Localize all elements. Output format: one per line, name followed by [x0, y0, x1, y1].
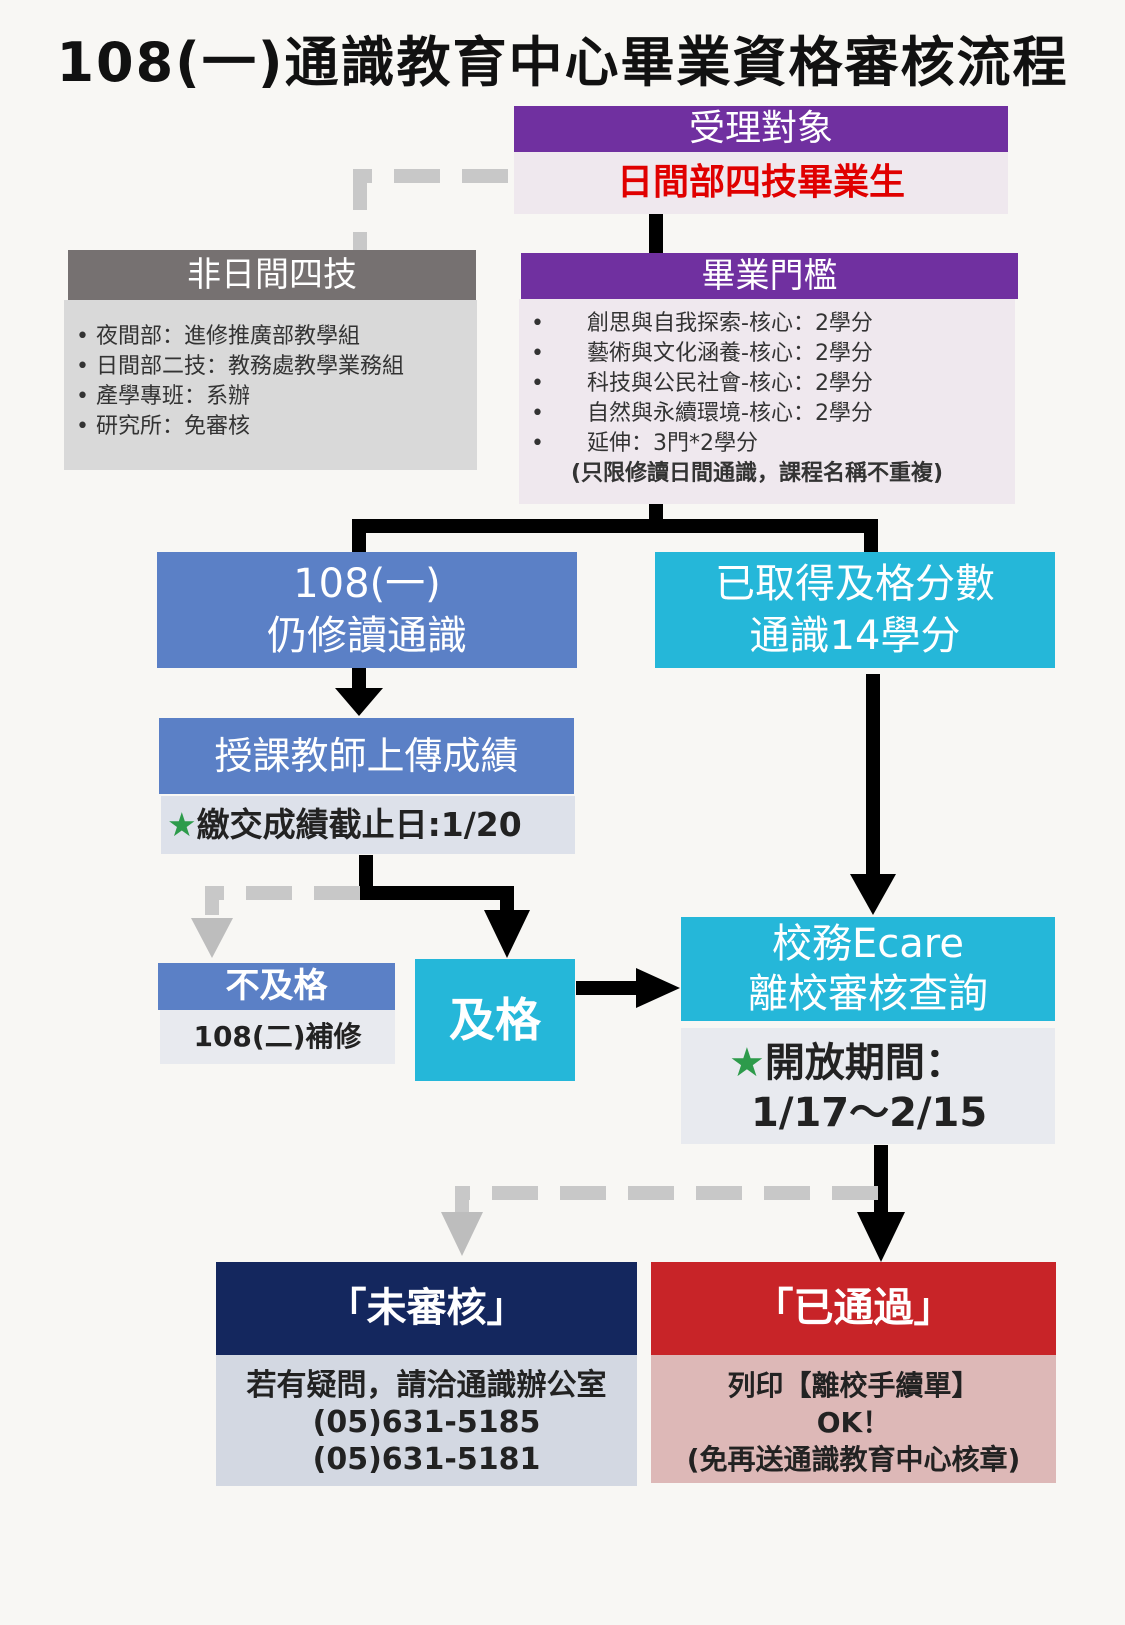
connector-threshold-split: [352, 504, 878, 552]
star-icon: ★: [729, 1040, 765, 1086]
not-reviewed-header: 「未審核」: [216, 1262, 637, 1355]
star-icon: ★: [167, 805, 197, 844]
arrow-to-teacher-upload: [335, 667, 383, 716]
non-day-header: 非日間四技: [68, 250, 476, 300]
ecare-period-box: ★開放期間： 1/17～2/15: [681, 1028, 1055, 1144]
ecare-box: 校務Ecare 離校審核查詢: [681, 917, 1055, 1021]
fail-value: 108(二)補修: [160, 1010, 395, 1064]
teacher-upload-deadline-box: ★繳交成績截止日:1/20: [161, 796, 575, 854]
threshold-item: •科技與公民社會-核心：2學分: [531, 371, 873, 396]
ecare-line1: 校務Ecare: [772, 921, 964, 967]
non-day-item: • 夜間部：進修推廣部教學組: [76, 324, 360, 349]
arrow-to-passed: [857, 1145, 905, 1262]
arrow-to-pass: [359, 855, 530, 958]
non-day-item: • 日間部二技：教務處教學業務組: [76, 354, 404, 379]
passed-body: 列印【離校手續單】 OK！ (免再送通識教育中心核章): [651, 1355, 1056, 1483]
page-title: 108(一)通識教育中心畢業資格審核流程: [56, 31, 1069, 94]
not-reviewed-body: 若有疑問，請洽通識辦公室 (05)631-5185 (05)631-5181: [216, 1355, 637, 1486]
target-value: 日間部四技畢業生: [514, 152, 1008, 214]
threshold-item: •藝術與文化涵養-核心：2學分: [531, 341, 873, 366]
already-passed-line2: 通識14學分: [749, 613, 961, 659]
pass-box: 及格: [415, 959, 575, 1081]
still-studying-line1: 108(一): [293, 561, 441, 607]
dashed-arrow-to-not-reviewed: [441, 1186, 878, 1256]
passed-line2: OK！: [816, 1406, 891, 1439]
non-day-item: • 產學專班：系辦: [76, 384, 250, 409]
arrow-pass-to-ecare: [576, 968, 680, 1008]
threshold-item: •延伸：3門*2學分: [531, 431, 758, 456]
ecare-line2: 離校審核查詢: [748, 971, 988, 1017]
ecare-period: 1/17～2/15: [751, 1090, 988, 1136]
threshold-header: 畢業門檻: [521, 253, 1018, 299]
passed-line3: (免再送通識教育中心核章): [686, 1443, 1021, 1476]
threshold-note: (只限修讀日間通識，課程名稱不重複): [571, 461, 944, 486]
passed-header: 「已通過」: [651, 1262, 1056, 1355]
fail-header: 不及格: [158, 963, 395, 1010]
phone-number: (05)631-5181: [312, 1442, 541, 1477]
non-day-list: • 夜間部：進修推廣部教學組 • 日間部二技：教務處教學業務組 • 產學專班：系…: [64, 300, 477, 470]
passed-line1: 列印【離校手續單】: [727, 1369, 980, 1402]
arrow-to-ecare: [850, 674, 896, 915]
non-day-item: • 研究所：免審核: [76, 414, 250, 439]
ecare-period-label-row: ★開放期間：: [681, 1038, 1055, 1088]
still-studying-line2: 仍修讀通識: [267, 613, 467, 659]
phone-number: (05)631-5185: [312, 1405, 541, 1440]
already-passed-box: 已取得及格分數 通識14學分: [655, 552, 1055, 668]
threshold-item: •自然與永續環境-核心：2學分: [531, 401, 873, 426]
dashed-arrow-to-fail: [191, 886, 360, 958]
teacher-upload-deadline: 繳交成績截止日:1/20: [196, 805, 522, 844]
already-passed-line1: 已取得及格分數: [715, 561, 995, 607]
target-header: 受理對象: [514, 106, 1008, 152]
teacher-upload-header: 授課教師上傳成績: [159, 718, 574, 794]
still-studying-box: 108(一) 仍修讀通識: [157, 552, 577, 668]
threshold-item: •創思與自我探索-核心：2學分: [531, 311, 873, 336]
ecare-period-label: 開放期間：: [764, 1040, 965, 1086]
threshold-list: •創思與自我探索-核心：2學分 •藝術與文化涵養-核心：2學分 •科技與公民社會…: [519, 299, 1015, 504]
not-reviewed-line1: 若有疑問，請洽通識辦公室: [246, 1368, 607, 1403]
dashed-connector-non-day: [353, 169, 508, 250]
